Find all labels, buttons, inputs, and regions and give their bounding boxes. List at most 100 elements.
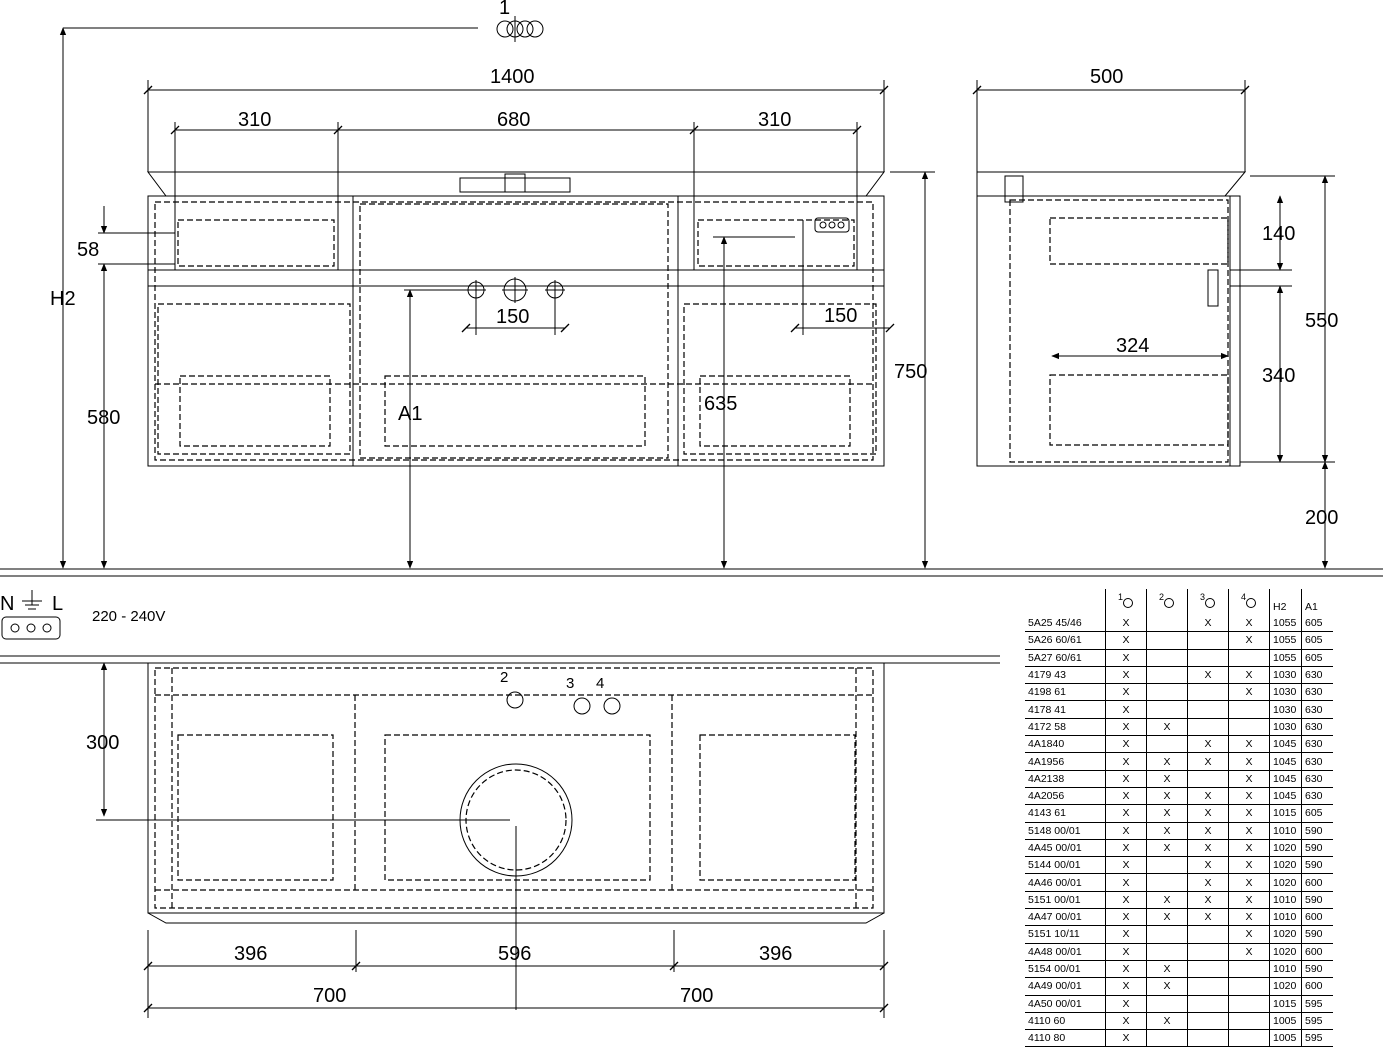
- table-cell-code: 4179 43: [1025, 666, 1106, 685]
- table-cell-code: 4A1840: [1025, 735, 1106, 754]
- table-cell: X: [1105, 631, 1147, 650]
- table-cell: X: [1105, 666, 1147, 685]
- table-cell: X: [1105, 649, 1147, 667]
- table-cell: [1228, 960, 1270, 979]
- table-cell: [1187, 1029, 1229, 1047]
- marker-3: 3: [566, 675, 574, 692]
- table-cell: [1146, 925, 1188, 944]
- marker-2: 2: [500, 669, 508, 686]
- table-cell-code: 4A2138: [1025, 770, 1106, 788]
- table-cell-code: 4A46 00/01: [1025, 873, 1106, 892]
- col-4: 4: [1228, 589, 1270, 615]
- table-cell: 1055: [1269, 631, 1302, 650]
- tap-hole-3: [573, 697, 591, 715]
- table-cell: [1146, 700, 1188, 719]
- table-cell: X: [1187, 822, 1229, 840]
- table-cell: 595: [1301, 995, 1333, 1013]
- table-cell: X: [1105, 804, 1147, 823]
- a1-value-635: 635: [704, 393, 737, 415]
- table-cell: X: [1146, 891, 1188, 910]
- table-cell: [1187, 925, 1229, 944]
- table-cell-code: 4A45 00/01: [1025, 839, 1106, 858]
- table-cell-code: 4172 58: [1025, 718, 1106, 737]
- table-cell: [1146, 683, 1188, 702]
- table-cell: X: [1228, 804, 1270, 823]
- socket-spacing-150: 150: [824, 305, 857, 327]
- table-cell: [1187, 649, 1229, 667]
- table-cell: X: [1228, 770, 1270, 788]
- front-view: 1 H2 1400 310 680 310: [50, 0, 935, 569]
- table-cell: 600: [1301, 977, 1333, 996]
- table-cell: [1146, 995, 1188, 1013]
- table-cell: X: [1105, 752, 1147, 771]
- table-cell: [1187, 683, 1229, 702]
- table-cell: X: [1105, 735, 1147, 754]
- table-cell: 1010: [1269, 960, 1302, 979]
- table-cell: [1146, 1029, 1188, 1047]
- table-cell: X: [1146, 1012, 1188, 1031]
- table-cell: X: [1187, 787, 1229, 806]
- table-cell: X: [1105, 960, 1147, 979]
- table-cell: X: [1146, 718, 1188, 737]
- table-cell: 1045: [1269, 787, 1302, 806]
- table-cell: [1146, 666, 1188, 685]
- table-cell: 630: [1301, 787, 1333, 806]
- table-cell: X: [1146, 908, 1188, 927]
- table-cell: X: [1146, 787, 1188, 806]
- table-cell-code: 4A2056: [1025, 787, 1106, 806]
- table-cell: 1005: [1269, 1012, 1302, 1031]
- inner-depth-324: 324: [1116, 335, 1149, 357]
- table-cell-code: 4110 80: [1025, 1029, 1106, 1047]
- table-cell: [1146, 856, 1188, 875]
- socket-icon: [1, 616, 61, 640]
- height-580: 580: [87, 407, 120, 429]
- table-cell: [1187, 995, 1229, 1013]
- socket-n-label: N: [0, 593, 14, 615]
- table-cell: X: [1146, 839, 1188, 858]
- table-cell: X: [1105, 700, 1147, 719]
- half-700-left: 700: [313, 985, 346, 1007]
- plan-view: N L 220 - 240V 2 3 4: [0, 590, 1000, 1018]
- plan-section-396-right: 396: [759, 943, 792, 965]
- table-cell: 600: [1301, 943, 1333, 961]
- table-cell: 1030: [1269, 666, 1302, 685]
- col-h2: H2: [1269, 589, 1302, 615]
- table-cell: X: [1105, 925, 1147, 944]
- table-cell: X: [1228, 752, 1270, 771]
- table-cell: [1187, 631, 1229, 650]
- table-cell: 1020: [1269, 943, 1302, 961]
- table-cell: [1228, 977, 1270, 996]
- table-cell: X: [1187, 615, 1229, 633]
- table-cell: X: [1187, 839, 1229, 858]
- table-cell: 1045: [1269, 752, 1302, 771]
- table-cell: 1010: [1269, 822, 1302, 840]
- table-cell: 595: [1301, 1012, 1333, 1031]
- table-cell-code: 5154 00/01: [1025, 960, 1106, 979]
- drawer-58: 58: [77, 239, 99, 261]
- table-cell: [1228, 700, 1270, 719]
- table-cell: X: [1105, 1012, 1147, 1031]
- table-cell: X: [1146, 804, 1188, 823]
- table-cell: [1146, 943, 1188, 961]
- table-cell: [1228, 995, 1270, 1013]
- table-cell: X: [1105, 856, 1147, 875]
- table-cell: X: [1105, 873, 1147, 892]
- marker-4: 4: [596, 675, 604, 692]
- col-3: 3: [1187, 589, 1229, 615]
- table-cell-code: 4A1956: [1025, 752, 1106, 771]
- table-cell: X: [1105, 891, 1147, 910]
- table-cell: X: [1105, 908, 1147, 927]
- table-cell-code: 4A49 00/01: [1025, 977, 1106, 996]
- table-cell-code: 5151 10/11: [1025, 925, 1106, 944]
